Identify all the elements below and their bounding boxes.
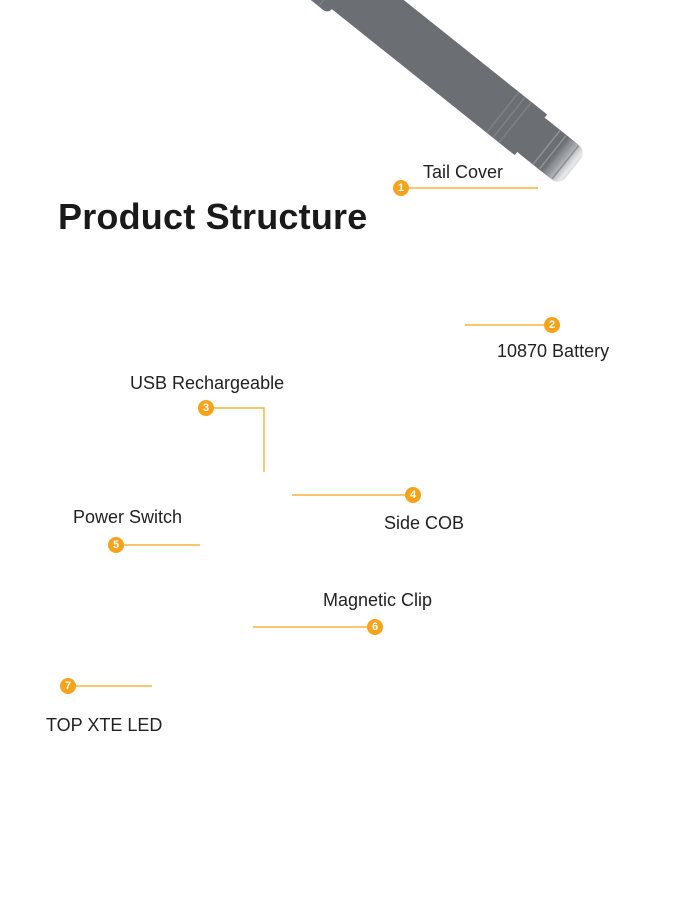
callout-1-number: 1	[393, 180, 409, 196]
callout-7-label: TOP XTE LED	[46, 715, 163, 735]
leader-lines	[75, 187, 545, 687]
callout-1-label: Tail Cover	[423, 162, 504, 182]
callout-2-label: 10870 Battery	[497, 341, 610, 361]
callout-6-number: 6	[367, 619, 383, 635]
flashlight-body	[267, 0, 583, 182]
callout-5-label: Power Switch	[73, 507, 183, 527]
callout-3-number: 3	[198, 400, 214, 416]
callout-2-number: 2	[544, 317, 560, 333]
callout-5-number: 5	[108, 537, 124, 553]
leader-line-3	[213, 407, 265, 472]
page-title: Product Structure	[58, 196, 368, 237]
callout-6-label: Magnetic Clip	[323, 590, 433, 610]
callout-4-number: 4	[405, 487, 421, 503]
callout-3-label: USB Rechargeable	[130, 373, 285, 393]
callout-4-label: Side COB	[384, 513, 465, 533]
callout-7-number: 7	[60, 678, 76, 694]
